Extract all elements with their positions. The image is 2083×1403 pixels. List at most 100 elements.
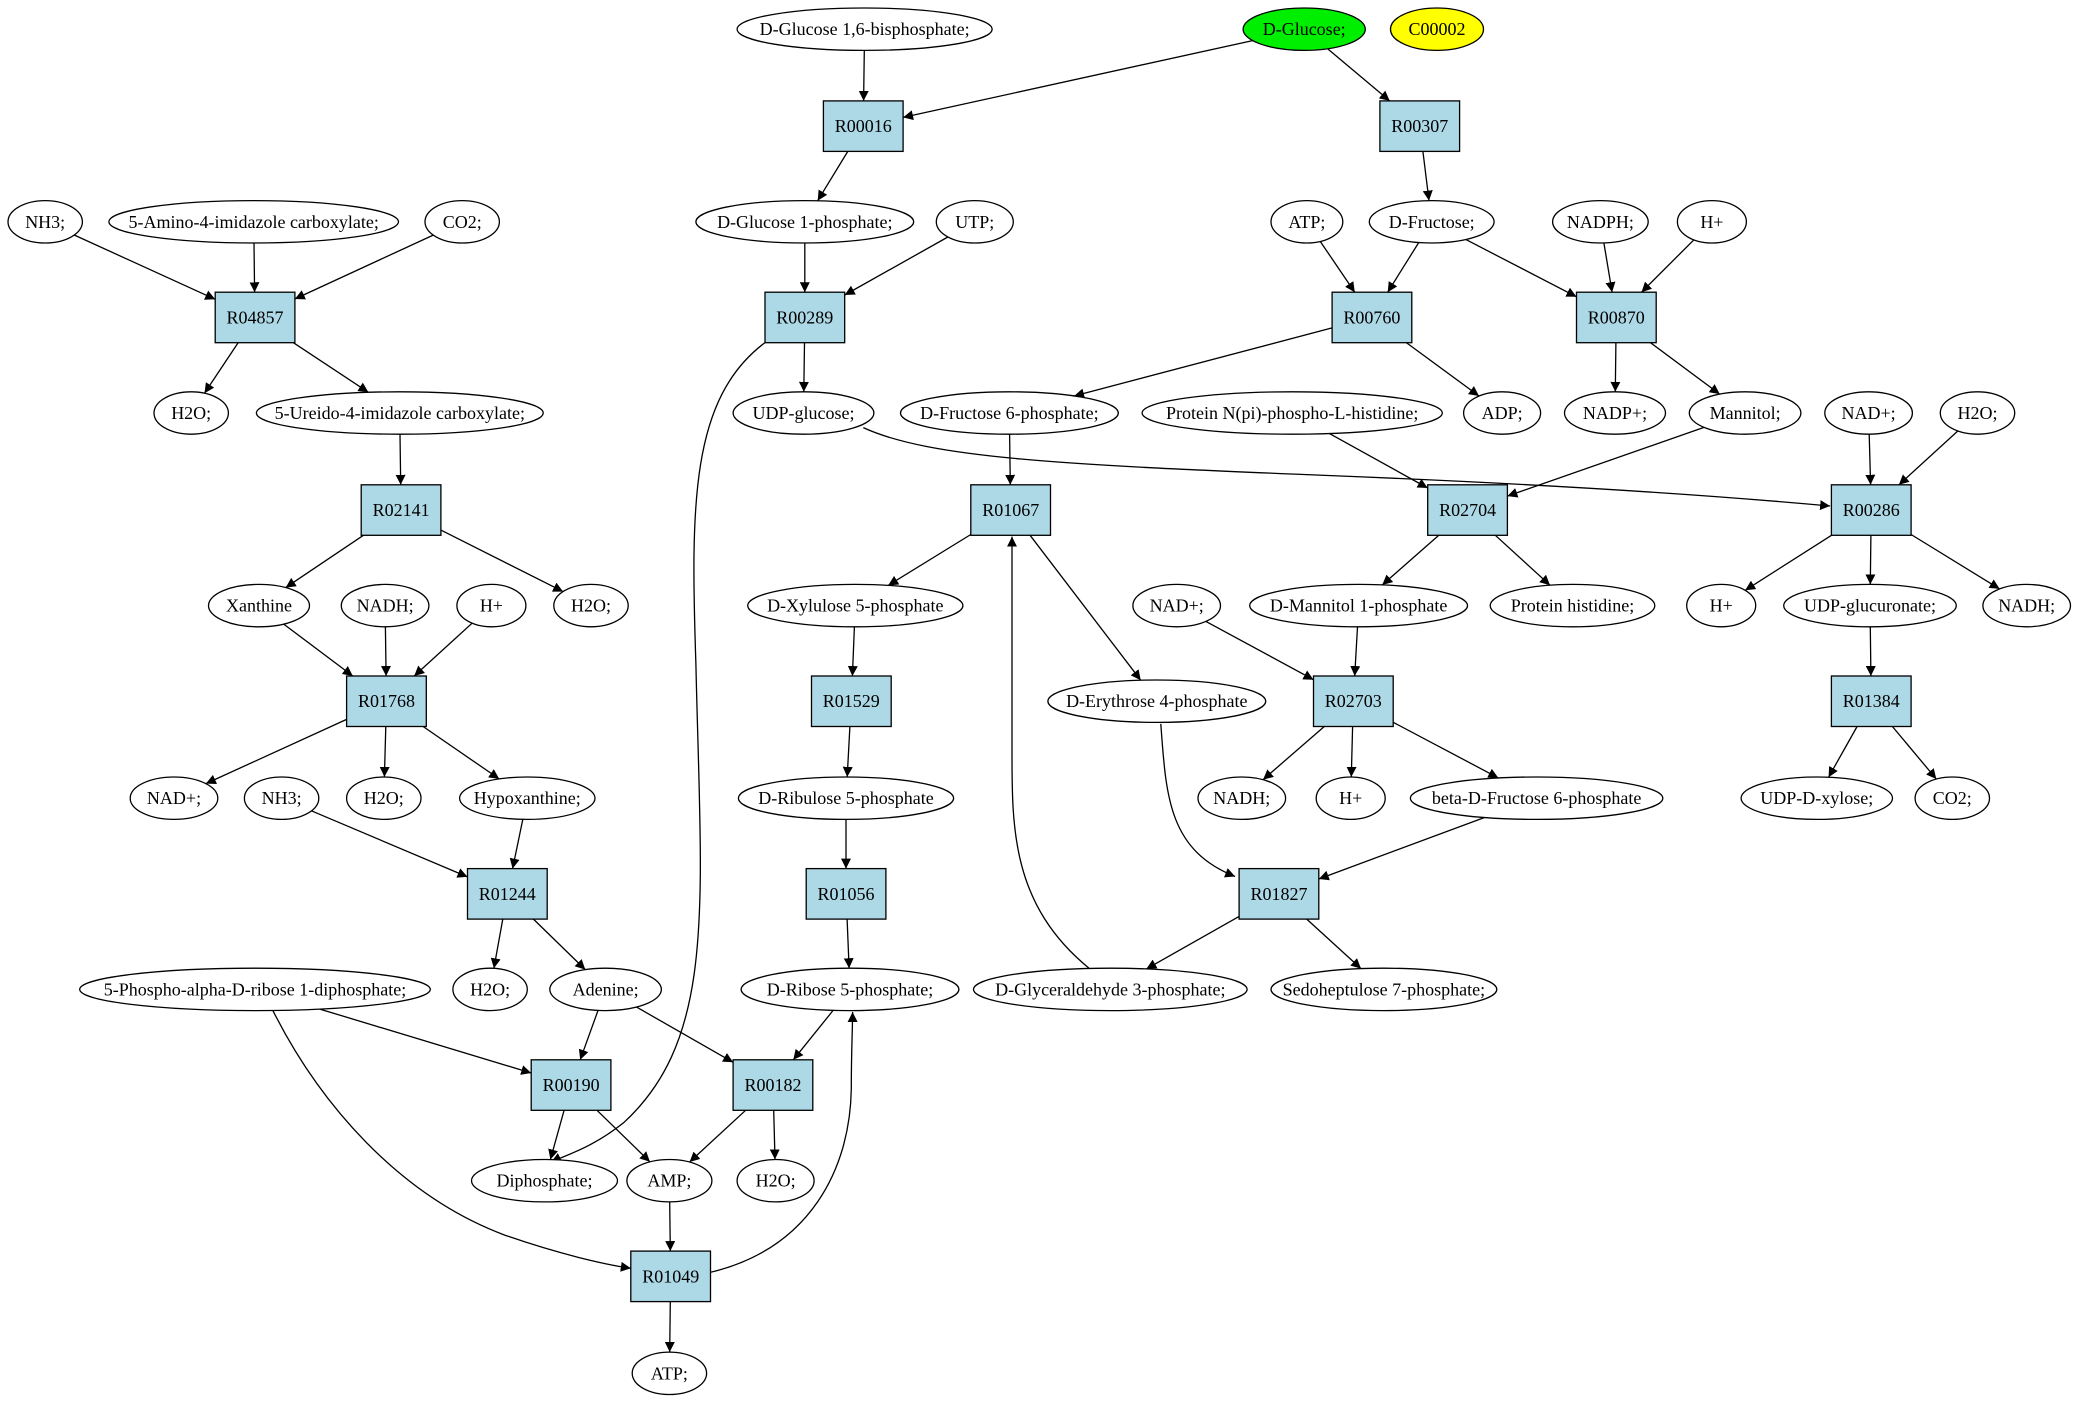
edge-hypoxanthine-to-r01244: [509, 819, 524, 869]
metabolite-node-mannitol[interactable]: Mannitol;: [1688, 391, 1802, 435]
metabolite-node-nadh-c[interactable]: NADH;: [1197, 776, 1287, 821]
reaction-node-r01067[interactable]: R01067: [970, 484, 1052, 536]
metabolite-node-xanthine[interactable]: Xanthine: [207, 583, 311, 628]
node-label: H2O;: [364, 788, 404, 808]
reaction-node-r02141[interactable]: R02141: [360, 484, 442, 536]
metabolite-node-d-fructose-6p[interactable]: D-Fructose 6-phosphate;: [899, 391, 1119, 435]
metabolite-ellipse: [1270, 199, 1344, 244]
reaction-node-r00190[interactable]: R00190: [530, 1059, 612, 1111]
metabolite-node-atp-a[interactable]: ATP;: [1270, 199, 1344, 244]
metabolite-node-d-ribose-5p[interactable]: D-Ribose 5-phosphate;: [740, 967, 960, 1012]
metabolite-node-d-fructose[interactable]: D-Fructose;: [1368, 199, 1495, 244]
node-label: Mannitol;: [1710, 403, 1781, 423]
metabolite-node-nadplus-a[interactable]: NAD+;: [1824, 391, 1914, 435]
reaction-node-r00286[interactable]: R00286: [1830, 484, 1912, 536]
edge-r00286-to-nadh-b: [1910, 533, 2000, 590]
edge-r00190-to-amp: [596, 1109, 651, 1163]
node-label: R00760: [1343, 307, 1400, 327]
metabolite-node-utp[interactable]: UTP;: [935, 199, 1014, 244]
metabolite-node-phospho-ribose-dp[interactable]: 5-Phospho-alpha-D-ribose 1-diphosphate;: [79, 967, 431, 1012]
edge-r00307-to-d-fructose: [1422, 151, 1433, 201]
reaction-node-r02704[interactable]: R02704: [1427, 484, 1509, 536]
metabolite-node-d-glyceraldehyde-3p[interactable]: D-Glyceraldehyde 3-phosphate;: [972, 967, 1248, 1012]
metabolite-node-udp-glucuronate[interactable]: UDP-glucuronate;: [1783, 583, 1957, 628]
edge-udp-glucose-to-r00286: [863, 427, 1831, 511]
metabolite-node-adenine[interactable]: Adenine;: [549, 967, 663, 1012]
reaction-node-r02703[interactable]: R02703: [1312, 675, 1394, 728]
reaction-node-r00870[interactable]: R00870: [1575, 291, 1657, 344]
reaction-node-r01049[interactable]: R01049: [630, 1250, 712, 1303]
metabolite-node-nadh-a[interactable]: NADH;: [340, 583, 430, 628]
metabolite-node-beta-fructose-6p[interactable]: beta-D-Fructose 6-phosphate: [1409, 776, 1664, 821]
metabolite-node-d-glucose-16bp[interactable]: D-Glucose 1,6-bisphosphate;: [736, 7, 993, 52]
reaction-node-r01244[interactable]: R01244: [466, 867, 548, 920]
metabolite-node-h2o-b[interactable]: H2O;: [1939, 391, 2016, 435]
reaction-node-r00760[interactable]: R00760: [1331, 291, 1413, 344]
metabolite-node-d-mannitol-1p[interactable]: D-Mannitol 1-phosphate: [1249, 583, 1469, 628]
edge-nh3-a-to-r04857: [73, 234, 216, 300]
metabolite-ellipse: [732, 391, 875, 435]
reaction-node-r01056[interactable]: R01056: [805, 867, 887, 920]
node-label: CO2;: [1933, 788, 1972, 808]
reaction-node-r04857[interactable]: R04857: [214, 291, 296, 344]
metabolite-node-hplus-a[interactable]: H+: [1676, 199, 1748, 244]
metabolite-node-c00002[interactable]: C00002: [1389, 7, 1485, 52]
reaction-node-r01768[interactable]: R01768: [345, 675, 427, 728]
metabolite-ellipse: [153, 391, 230, 435]
metabolite-node-h2o-f[interactable]: H2O;: [736, 1158, 815, 1203]
metabolite-node-amp[interactable]: AMP;: [626, 1158, 713, 1203]
edge-d-ribose-5p-to-r00182: [792, 1009, 834, 1061]
metabolite-node-udp-glucose[interactable]: UDP-glucose;: [732, 391, 875, 435]
metabolite-node-adp[interactable]: ADP;: [1462, 391, 1542, 435]
node-label: H+: [1710, 596, 1733, 616]
metabolite-node-h2o-c[interactable]: H2O;: [553, 583, 629, 628]
metabolite-node-co2-b[interactable]: CO2;: [1914, 776, 1991, 821]
metabolite-node-hplus-d[interactable]: H+: [1315, 776, 1386, 821]
metabolite-node-h2o-e[interactable]: H2O;: [452, 967, 528, 1012]
metabolite-node-nh3-a[interactable]: NH3;: [7, 199, 84, 244]
metabolite-node-protein-histidine[interactable]: Protein histidine;: [1489, 583, 1656, 628]
metabolite-node-atp-b[interactable]: ATP;: [631, 1351, 708, 1396]
reaction-node-r00289[interactable]: R00289: [764, 291, 846, 344]
metabolite-node-amino-imidazole[interactable]: 5-Amino-4-imidazole carboxylate;: [108, 199, 400, 244]
reaction-node-r01384[interactable]: R01384: [1830, 675, 1912, 728]
metabolite-node-diphosphate[interactable]: Diphosphate;: [470, 1158, 619, 1203]
edge-r04857-to-ureido-imidazole: [292, 342, 369, 393]
metabolite-node-co2-a[interactable]: CO2;: [424, 199, 501, 244]
metabolite-node-hplus-c[interactable]: H+: [1686, 583, 1757, 628]
metabolite-node-sedoheptulose-7p[interactable]: Sedoheptulose 7-phosphate;: [1270, 967, 1498, 1012]
metabolite-ellipse: [1141, 391, 1443, 435]
metabolite-node-d-ribulose-5p[interactable]: D-Ribulose 5-phosphate: [737, 776, 955, 821]
metabolite-node-d-glucose-1p[interactable]: D-Glucose 1-phosphate;: [695, 199, 915, 244]
metabolite-node-nadplus-b[interactable]: NAD+;: [1132, 583, 1222, 628]
metabolite-node-hypoxanthine[interactable]: Hypoxanthine;: [458, 776, 596, 821]
metabolite-node-ureido-imidazole[interactable]: 5-Ureido-4-imidazole carboxylate;: [255, 391, 544, 435]
metabolite-node-h2o-a[interactable]: H2O;: [153, 391, 230, 435]
metabolite-node-nadph[interactable]: NADPH;: [1551, 199, 1649, 244]
metabolite-node-nadpplus[interactable]: NADP+;: [1563, 391, 1667, 435]
node-label: C00002: [1408, 19, 1465, 39]
metabolite-ellipse: [79, 967, 431, 1012]
metabolite-node-protein-nphospho[interactable]: Protein N(pi)-phospho-L-histidine;: [1141, 391, 1443, 435]
reaction-node-r01529[interactable]: R01529: [810, 675, 892, 728]
metabolite-node-h2o-d[interactable]: H2O;: [345, 776, 422, 821]
metabolite-node-udp-xylose[interactable]: UDP-D-xylose;: [1740, 776, 1894, 821]
node-label: D-Glucose 1,6-bisphosphate;: [760, 19, 970, 39]
reaction-node-r00307[interactable]: R00307: [1379, 100, 1461, 153]
node-label: D-Ribulose 5-phosphate: [758, 788, 933, 808]
metabolite-node-nadplus-c[interactable]: NAD+;: [129, 776, 219, 821]
reaction-node-r01827[interactable]: R01827: [1238, 867, 1320, 920]
metabolite-node-hplus-b[interactable]: H+: [456, 583, 527, 628]
reaction-node-r00016[interactable]: R00016: [822, 100, 904, 153]
metabolite-node-d-xylulose-5p[interactable]: D-Xylulose 5-phosphate: [747, 583, 964, 628]
metabolite-ellipse: [7, 199, 84, 244]
node-label: H2O;: [756, 1171, 796, 1191]
reaction-node-r00182[interactable]: R00182: [732, 1059, 814, 1111]
metabolite-ellipse: [1914, 776, 1991, 821]
metabolite-node-nh3-b[interactable]: NH3;: [243, 776, 320, 821]
metabolite-node-d-glucose[interactable]: D-Glucose;: [1242, 7, 1366, 52]
edge-r02141-to-h2o-c: [440, 529, 564, 593]
metabolite-node-nadh-b[interactable]: NADH;: [1982, 583, 2072, 628]
metabolite-node-d-erythrose-4p[interactable]: D-Erythrose 4-phosphate: [1047, 679, 1267, 724]
edge-h2o-b-to-r00286: [1898, 430, 1959, 486]
